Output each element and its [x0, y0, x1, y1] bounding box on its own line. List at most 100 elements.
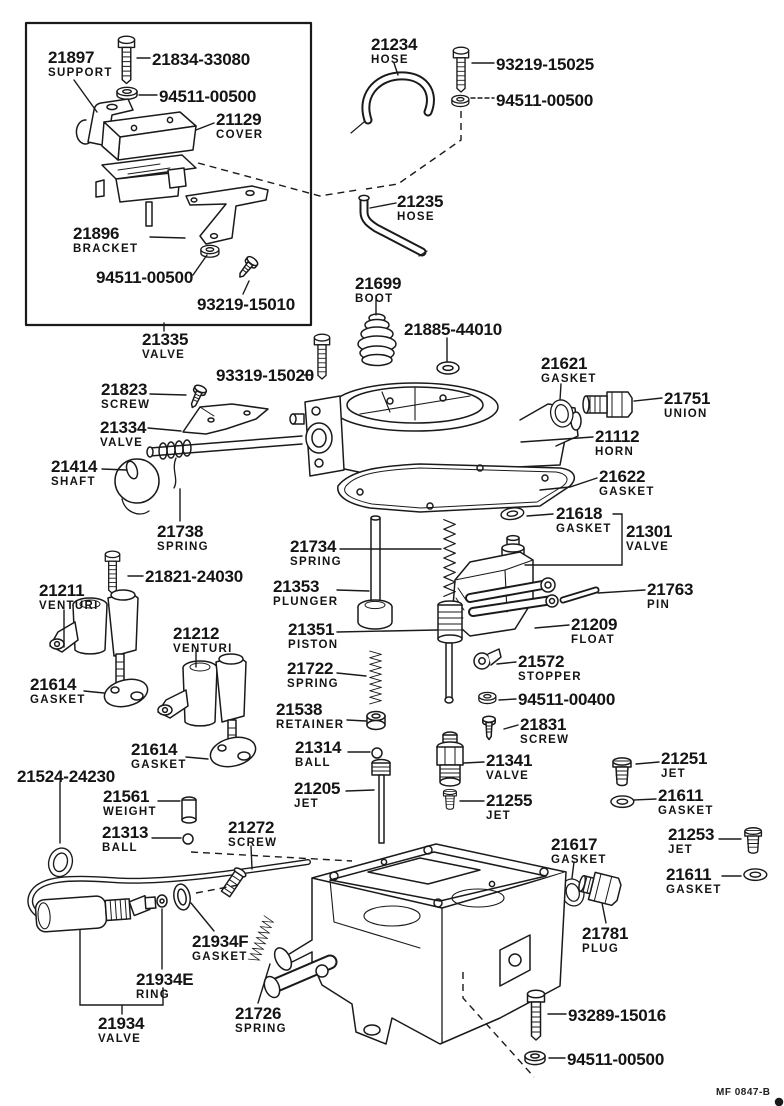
part-name: PLUG	[582, 942, 620, 955]
leader-lines	[59, 57, 742, 1059]
part-name: SPRING	[287, 677, 339, 690]
part-number: 21234	[371, 35, 418, 54]
part-name: BALL	[102, 841, 138, 854]
part-number: 21763	[647, 580, 694, 599]
part-name: BRACKET	[73, 242, 139, 255]
label-21885-44010: 21885-44010	[404, 321, 502, 339]
label-94511-00500-b: 94511-00500	[96, 269, 193, 287]
part-number: 21617	[551, 835, 598, 854]
part-number: 21734	[290, 537, 337, 556]
part-name: PIN	[647, 598, 671, 611]
part-name: VALVE	[98, 1032, 142, 1045]
part-number: 94511-00500	[496, 91, 594, 110]
part-number: 21885-44010	[404, 320, 503, 339]
part-name: VALVE	[142, 348, 186, 361]
part-number: 21112	[595, 427, 640, 446]
label-93319-15020: 93319-15020	[216, 367, 314, 385]
part-name: VALVE	[486, 769, 530, 782]
part-number: 21572	[518, 652, 565, 671]
part-name: SPRING	[235, 1022, 287, 1035]
label-93219-15010: 93219-15010	[197, 296, 295, 314]
part-name: VENTURI	[173, 642, 233, 655]
part-name: COVER	[216, 128, 264, 141]
part-number: 21618	[556, 504, 603, 523]
part-number: 93219-15025	[496, 55, 595, 74]
part-name: BALL	[295, 756, 331, 769]
part-name: WEIGHT	[103, 805, 157, 818]
part-name: GASKET	[192, 950, 248, 963]
part-number: 21751	[664, 389, 711, 408]
part-name: RETAINER	[276, 718, 345, 731]
part-name: HORN	[595, 445, 635, 458]
figure-code-watermark: MF 0847-B	[716, 1087, 771, 1098]
part-name: FLOAT	[571, 633, 615, 646]
part-name: GASKET	[658, 804, 714, 817]
part-number: 94511-00500	[567, 1050, 665, 1069]
part-name: SCREW	[101, 398, 151, 411]
part-number: 21209	[571, 615, 618, 634]
part-number: 21738	[157, 522, 204, 541]
part-number: 21561	[103, 787, 150, 806]
part-name: GASKET	[599, 485, 655, 498]
part-number: 93319-15020	[216, 366, 315, 385]
assembly-dashed-lines	[190, 111, 535, 1078]
part-number: 21211	[39, 581, 85, 600]
part-name: SPRING	[157, 540, 209, 553]
label-21834-33080: 21834-33080	[152, 51, 250, 69]
part-number: 21353	[273, 577, 320, 596]
part-number: 21341	[486, 751, 533, 770]
part-name: VALVE	[626, 540, 670, 553]
part-name: JET	[661, 767, 686, 780]
part-name: SPRING	[290, 555, 342, 568]
part-number: 21129	[216, 110, 262, 129]
part-number: 94511-00500	[96, 268, 194, 287]
part-number: 21253	[668, 825, 715, 844]
part-number: 21611	[658, 786, 704, 805]
part-name: STOPPER	[518, 670, 582, 683]
part-name: JET	[668, 843, 693, 856]
part-number: 21334	[100, 418, 147, 437]
label-93219-15025: 93219-15025	[496, 56, 594, 74]
part-name: HOSE	[397, 210, 435, 223]
label-94511-00500-d: 94511-00500	[567, 1051, 664, 1069]
part-name: SUPPORT	[48, 66, 113, 79]
part-number: 94511-00500	[159, 87, 257, 106]
label-21821-24030: 21821-24030	[145, 568, 243, 586]
part-number: 21722	[287, 659, 334, 678]
part-name: UNION	[664, 407, 708, 420]
part-name: GASKET	[551, 853, 607, 866]
part-name: GASKET	[30, 693, 86, 706]
part-name: PLUNGER	[273, 595, 339, 608]
part-number: 21834-33080	[152, 50, 251, 69]
part-name: VALVE	[100, 436, 144, 449]
part-name: HOSE	[371, 53, 409, 66]
part-number: 21934F	[192, 932, 249, 951]
part-name: GASKET	[556, 522, 612, 535]
